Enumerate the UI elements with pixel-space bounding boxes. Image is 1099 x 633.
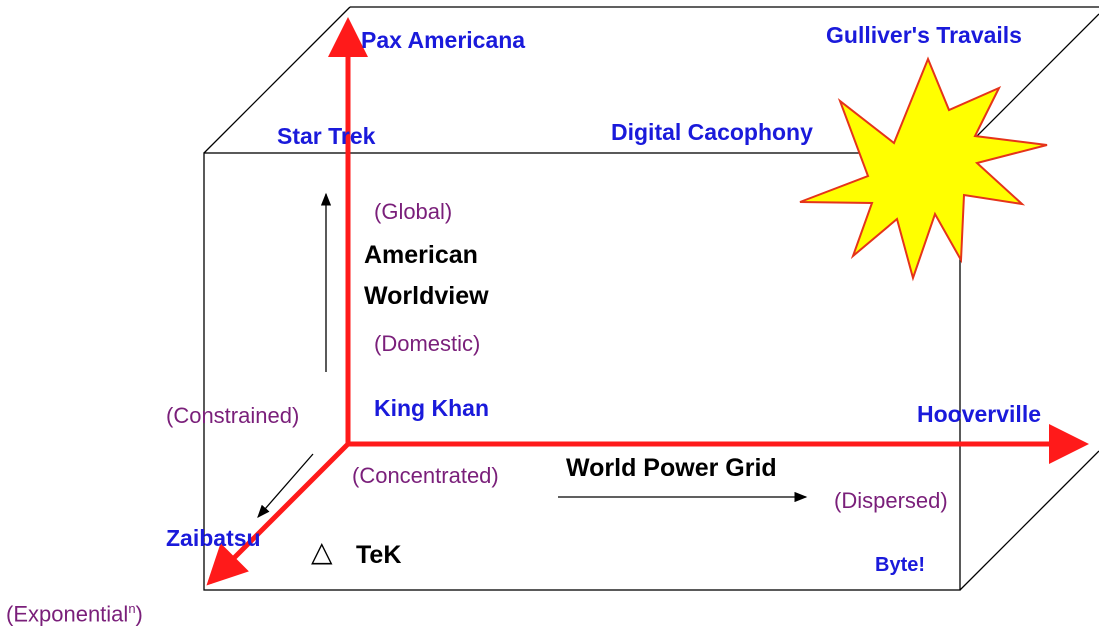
- axis-tek: TeK: [356, 541, 402, 569]
- pole-exponential-base: (Exponential: [6, 601, 129, 627]
- pole-constrained: (Constrained): [166, 403, 300, 428]
- scenario-hooverville: Hooverville: [917, 401, 1041, 427]
- scenario-star-trek: Star Trek: [277, 123, 376, 149]
- cube-edge-top-left: [203, 6, 351, 154]
- pole-dispersed: (Dispersed): [834, 488, 948, 513]
- axis-worldview-line: Worldview: [364, 282, 489, 310]
- starburst-shape: [799, 56, 1048, 282]
- tek-direction-arrow: [257, 453, 314, 518]
- depth-axis-arrow: [206, 442, 350, 586]
- pole-concentrated: (Concentrated): [352, 463, 499, 488]
- axis-world-power-grid: World Power Grid: [566, 454, 777, 482]
- cube-edge-top-right: [959, 13, 1099, 154]
- scenario-pax-americana: Pax Americana: [361, 27, 526, 53]
- pole-exponential: (Exponentialn): [6, 602, 143, 625]
- scenario-king-khan: King Khan: [374, 395, 489, 421]
- triangle-icon: △: [311, 535, 333, 568]
- cube-front-face: [203, 152, 961, 591]
- pole-exponential-superscript: n: [128, 601, 136, 616]
- scenario-gullivers-travails: Gulliver's Travails: [826, 22, 1022, 48]
- pole-domestic: (Domestic): [374, 331, 481, 356]
- scenario-digital-cacophony: Digital Cacophony: [611, 119, 813, 145]
- pole-exponential-close: ): [135, 601, 143, 627]
- pole-global: (Global): [374, 199, 453, 224]
- cube-edge-bottom-right: [959, 450, 1099, 591]
- cube-edges: [203, 6, 1099, 591]
- scenario-byte: Byte!: [875, 554, 926, 576]
- axis-american-line: American: [364, 241, 478, 269]
- scenario-zaibatsu: Zaibatsu: [166, 525, 261, 551]
